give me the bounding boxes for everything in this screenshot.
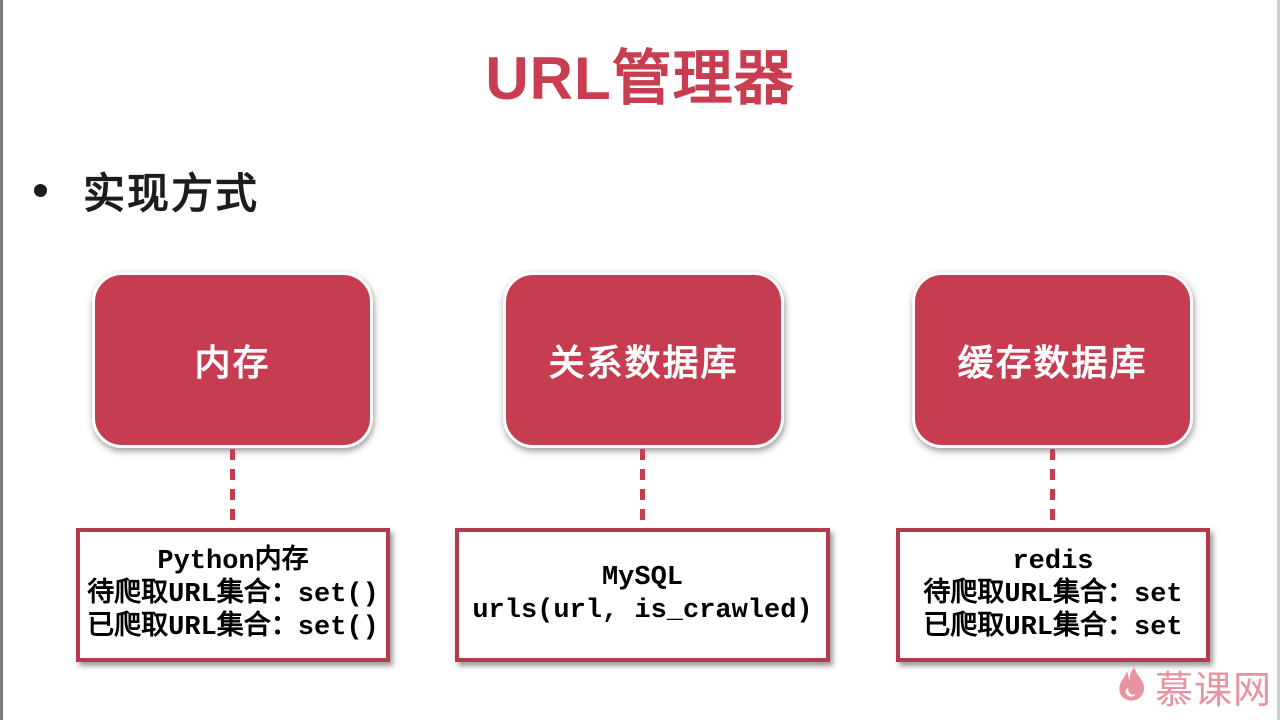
connector-dashed-line-memory <box>230 449 235 529</box>
detail-box-redis: redis 待爬取URL集合：set 已爬取URL集合：set <box>896 528 1210 662</box>
detail-line: 待爬取URL集合：set <box>923 579 1183 610</box>
detail-box-mysql: MySQL urls(url, is_crawled) <box>455 528 830 662</box>
page-title: URL管理器 <box>485 45 795 112</box>
detail-line: redis <box>1012 546 1094 577</box>
node-box-cache-db: 缓存数据库 <box>912 272 1193 448</box>
bullet-dot <box>34 184 47 197</box>
node-box-relational-db: 关系数据库 <box>503 272 784 448</box>
brand-name: 慕课网 <box>1154 670 1272 712</box>
connector-dashed-line-relational-db <box>640 449 645 529</box>
detail-box-python-memory: Python内存 待爬取URL集合：set() 已爬取URL集合：set() <box>76 528 390 662</box>
detail-line: 待爬取URL集合：set() <box>87 579 379 610</box>
detail-line: MySQL <box>601 563 683 593</box>
detail-line: 已爬取URL集合：set() <box>87 612 379 643</box>
watermark-brand: 慕课网 <box>1115 659 1272 714</box>
left-frame-line <box>0 0 3 720</box>
detail-line: 已爬取URL集合：set <box>923 612 1183 643</box>
node-label-memory: 内存 <box>194 342 271 383</box>
connector-dashed-line-cache-db <box>1050 449 1055 529</box>
bullet-label: 实现方式 <box>83 170 260 217</box>
node-box-memory: 内存 <box>92 272 373 448</box>
bullet-item: 实现方式 <box>34 160 259 221</box>
node-label-relational-db: 关系数据库 <box>548 342 739 383</box>
right-frame-line <box>1277 0 1280 720</box>
detail-line: Python内存 <box>157 546 309 577</box>
flame-icon <box>1119 666 1145 701</box>
detail-line: urls(url, is_crawled) <box>472 596 813 626</box>
node-label-cache-db: 缓存数据库 <box>957 342 1148 383</box>
